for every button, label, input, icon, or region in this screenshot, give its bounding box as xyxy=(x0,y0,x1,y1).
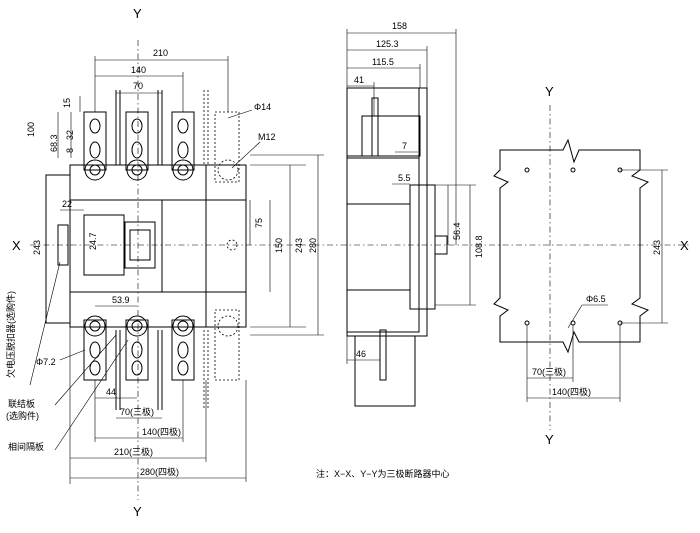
side-body xyxy=(346,87,428,337)
label-uv-release: 欠电压脱扣器(选购件) xyxy=(5,291,16,378)
front-view: 210 140 70 100 68.3 15 32 8 22 24.7 243 … xyxy=(5,48,324,484)
label-phase-barrier: 相间隔板 xyxy=(8,441,44,452)
label-link-plate: 联结板 xyxy=(8,398,35,409)
dim-46: 46 xyxy=(356,349,366,359)
dim-32: 32 xyxy=(65,130,75,140)
dim-8: 8 xyxy=(65,148,75,153)
label-phi14: Φ14 xyxy=(254,102,271,112)
side-view: 158 125.3 115.5 41 7 5.5 56.4 108.8 46 xyxy=(346,21,484,407)
dim-108-8: 108.8 xyxy=(474,235,484,258)
uv-release-box xyxy=(57,224,69,266)
fourth-pole-body xyxy=(205,164,247,328)
dim-70-panel: 70(三极) xyxy=(532,366,566,377)
top-terminals xyxy=(83,90,240,183)
x-label-right: X xyxy=(680,238,689,253)
side-lower-terminal xyxy=(354,335,416,407)
dim-53-9: 53.9 xyxy=(112,295,130,305)
dim-243-left: 243 xyxy=(32,240,42,255)
label-link-plate-optional: (选购件) xyxy=(6,410,39,421)
y-label-top: Y xyxy=(133,6,142,21)
dim-24-7: 24.7 xyxy=(88,232,98,250)
dim-44: 44 xyxy=(106,387,116,397)
label-m12: M12 xyxy=(258,132,276,142)
dim-7: 7 xyxy=(402,141,407,151)
dim-140-panel: 140(四极) xyxy=(552,386,591,397)
note: 注：X−X、Y−Y为三极断路器中心 xyxy=(316,468,450,479)
dim-5-5: 5.5 xyxy=(398,173,411,183)
dim-56-4: 56.4 xyxy=(452,222,462,240)
handle xyxy=(124,221,156,269)
dim-140-four-pole: 140(四极) xyxy=(142,426,181,437)
dim-22: 22 xyxy=(62,199,72,209)
trip-unit-window xyxy=(83,214,125,276)
dim-243-panel: 243 xyxy=(652,240,662,255)
dim-100: 100 xyxy=(26,122,36,137)
dim-41: 41 xyxy=(354,75,364,85)
dim-115-5: 115.5 xyxy=(372,57,394,67)
fourth-pole-top-terminal xyxy=(214,111,240,183)
dim-210-three-pole: 210(三极) xyxy=(114,446,153,457)
dim-70-three-pole: 70(三极) xyxy=(120,406,154,417)
label-phi6-5: Φ6.5 xyxy=(586,294,606,304)
handle-side xyxy=(434,235,448,255)
dim-15: 15 xyxy=(62,98,72,108)
dim-280: 280 xyxy=(308,238,318,253)
label-phi7-2: Φ7.2 xyxy=(36,357,56,367)
dim-243-right: 243 xyxy=(294,238,304,253)
dim-75: 75 xyxy=(254,218,264,228)
y-label-panel-bottom: Y xyxy=(545,432,554,447)
dim-125-3: 125.3 xyxy=(376,39,399,49)
bottom-terminals xyxy=(83,239,240,410)
dim-70: 70 xyxy=(133,81,143,91)
dim-68-3: 68.3 xyxy=(49,134,59,152)
dim-150: 150 xyxy=(274,238,284,253)
dim-210: 210 xyxy=(153,48,168,58)
dim-158: 158 xyxy=(392,21,407,31)
mounting-panel: 243 Φ6.5 70(三极) 140(四极) xyxy=(493,138,668,402)
x-label-left: X xyxy=(12,238,21,253)
panel-outline xyxy=(493,138,650,354)
fourth-pole-bottom-terminal xyxy=(214,309,240,381)
dim-280-four-pole: 280(四极) xyxy=(140,466,179,477)
y-label-bottom: Y xyxy=(133,504,142,519)
handle-knob xyxy=(129,229,151,261)
front-dimensions: 210 140 70 100 68.3 15 32 8 22 24.7 243 … xyxy=(5,48,324,484)
y-label-panel-top: Y xyxy=(545,84,554,99)
dim-140: 140 xyxy=(131,65,146,75)
